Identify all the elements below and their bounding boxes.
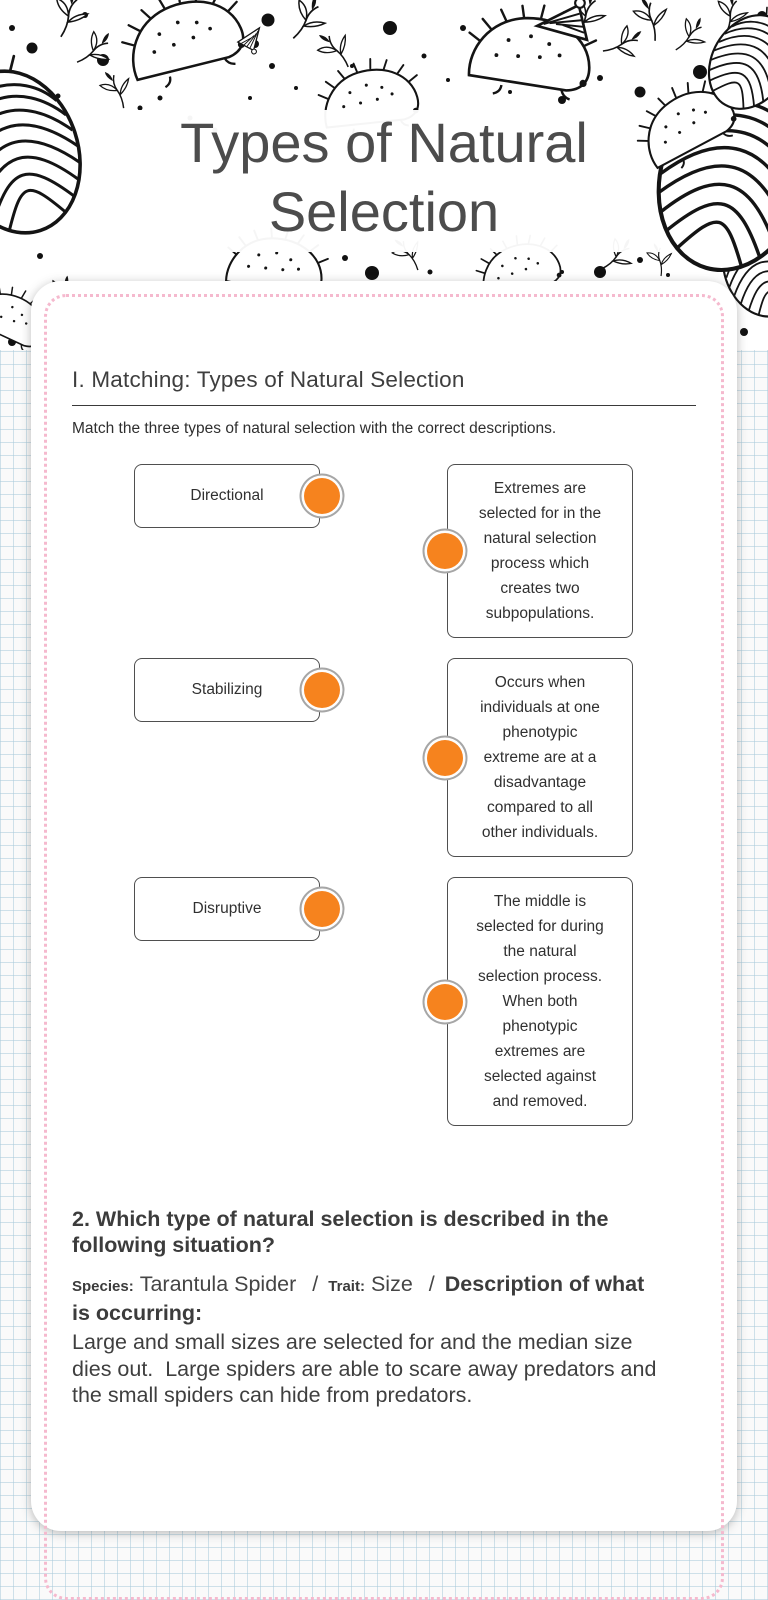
matching-area: Directional Extremes are selected for in…	[72, 464, 696, 1126]
match-row: Disruptive The middle is selected for du…	[72, 877, 696, 1126]
term-label: Directional	[190, 487, 264, 504]
match-connector-dot[interactable]	[304, 672, 340, 708]
section-divider	[72, 405, 696, 406]
term-wrap-stabilizing: Stabilizing	[134, 658, 340, 722]
trait-label: Trait:	[328, 1278, 365, 1295]
description-box: The middle is selected for during the na…	[447, 877, 633, 1126]
term-label: Disruptive	[192, 900, 262, 917]
species-label: Species:	[72, 1278, 134, 1295]
question2-meta: Species: Tarantula Spider / Trait: Size /Desc…	[72, 1271, 647, 1327]
description-wrap: The middle is selected for during the na…	[427, 877, 633, 1126]
match-connector-dot[interactable]	[427, 739, 463, 776]
match-row: Stabilizing Occurs when individuals at o…	[72, 658, 696, 857]
term-box-disruptive: Disruptive	[134, 877, 320, 941]
term-box-stabilizing: Stabilizing	[134, 658, 320, 722]
match-connector-dot[interactable]	[304, 478, 340, 514]
question2-section: 2. Which type of natural selection is de…	[72, 1206, 696, 1409]
term-label: Stabilizing	[191, 681, 263, 698]
worksheet-title-text: Types of Natural Selection	[180, 111, 588, 243]
species-value: Tarantula Spider	[139, 1272, 297, 1296]
question2-heading: 2. Which type of natural selection is de…	[72, 1207, 609, 1257]
description-box: Extremes are selected for in the natural…	[447, 464, 633, 638]
hedgehog-doodle-pattern	[0, 0, 768, 350]
match-connector-dot[interactable]	[304, 891, 340, 927]
term-box-directional: Directional	[134, 464, 320, 528]
description-of-occurring-label: Description of what is occurring:	[72, 1272, 645, 1325]
trait-value: Size	[370, 1272, 413, 1296]
question2-description-text: Large and small sizes are selected for a…	[72, 1330, 663, 1407]
description-wrap: Occurs when individuals at one phenotypi…	[427, 658, 633, 857]
worksheet-card: I. Matching: Types of Natural Selection …	[31, 281, 737, 1600]
worksheet-title: Types of Natural Selection	[0, 108, 768, 246]
term-wrap-directional: Directional	[134, 464, 340, 528]
matching-instruction: Match the three types of natural selecti…	[72, 420, 557, 437]
matching-section-title: I. Matching: Types of Natural Selection	[72, 367, 465, 392]
separator-slash: /	[312, 1272, 319, 1296]
description-box: Occurs when individuals at one phenotypi…	[447, 658, 633, 857]
match-row: Directional Extremes are selected for in…	[72, 464, 696, 638]
term-wrap-disruptive: Disruptive	[134, 877, 340, 941]
separator-slash: /	[428, 1272, 435, 1296]
card-content: I. Matching: Types of Natural Selection …	[31, 281, 737, 1409]
match-connector-dot[interactable]	[427, 533, 463, 569]
description-text: Extremes are selected for in the natural…	[478, 480, 602, 622]
description-text: The middle is selected for during the na…	[476, 893, 604, 1110]
description-wrap: Extremes are selected for in the natural…	[427, 464, 633, 638]
match-connector-dot[interactable]	[427, 983, 463, 1020]
description-text: Occurs when individuals at one phenotypi…	[480, 674, 600, 841]
